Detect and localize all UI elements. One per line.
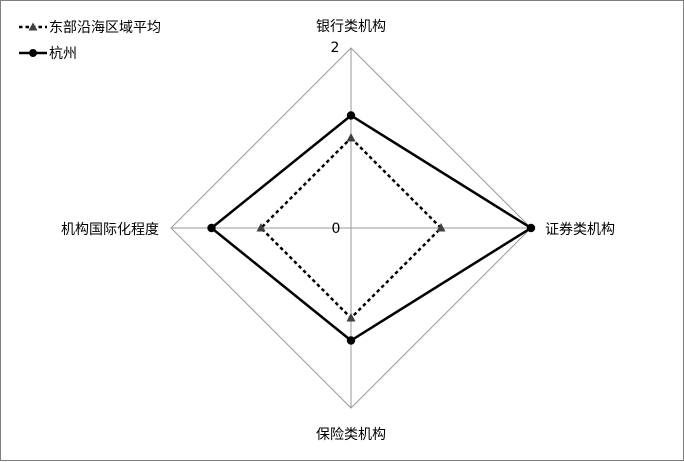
category-label-left: 机构国际化程度 — [61, 222, 159, 238]
series-1-point-4 — [256, 223, 266, 232]
series-1-point-3 — [346, 313, 356, 322]
legend-circle-marker — [29, 49, 37, 57]
legend-triangle-marker — [28, 22, 38, 31]
legend-item-series-1: 东部沿海区域平均 — [19, 20, 161, 36]
label-layer: 银行类机构 证券类机构 保险类机构 机构国际化程度 2 0 — [61, 19, 615, 443]
series-2-point-2 — [526, 223, 536, 233]
tick-label-min: 0 — [332, 221, 341, 237]
series-2-point-4 — [207, 223, 216, 233]
series-1-point-1 — [346, 133, 356, 142]
category-label-top: 银行类机构 — [316, 19, 386, 35]
series-layer — [207, 111, 536, 345]
category-label-bottom: 保险类机构 — [316, 427, 386, 443]
series-1-point-2 — [436, 223, 446, 232]
series-2-point-1 — [346, 111, 356, 120]
category-label-right: 证券类机构 — [545, 222, 615, 238]
legend-label-series-2: 杭州 — [49, 46, 77, 62]
grid-layer — [170, 47, 532, 409]
legend-item-series-2: 杭州 — [19, 46, 77, 62]
series-2-point-3 — [346, 336, 356, 345]
tick-label-max: 2 — [331, 40, 340, 56]
legend: 东部沿海区域平均 杭州 — [19, 20, 161, 62]
legend-label-series-1: 东部沿海区域平均 — [49, 20, 161, 36]
